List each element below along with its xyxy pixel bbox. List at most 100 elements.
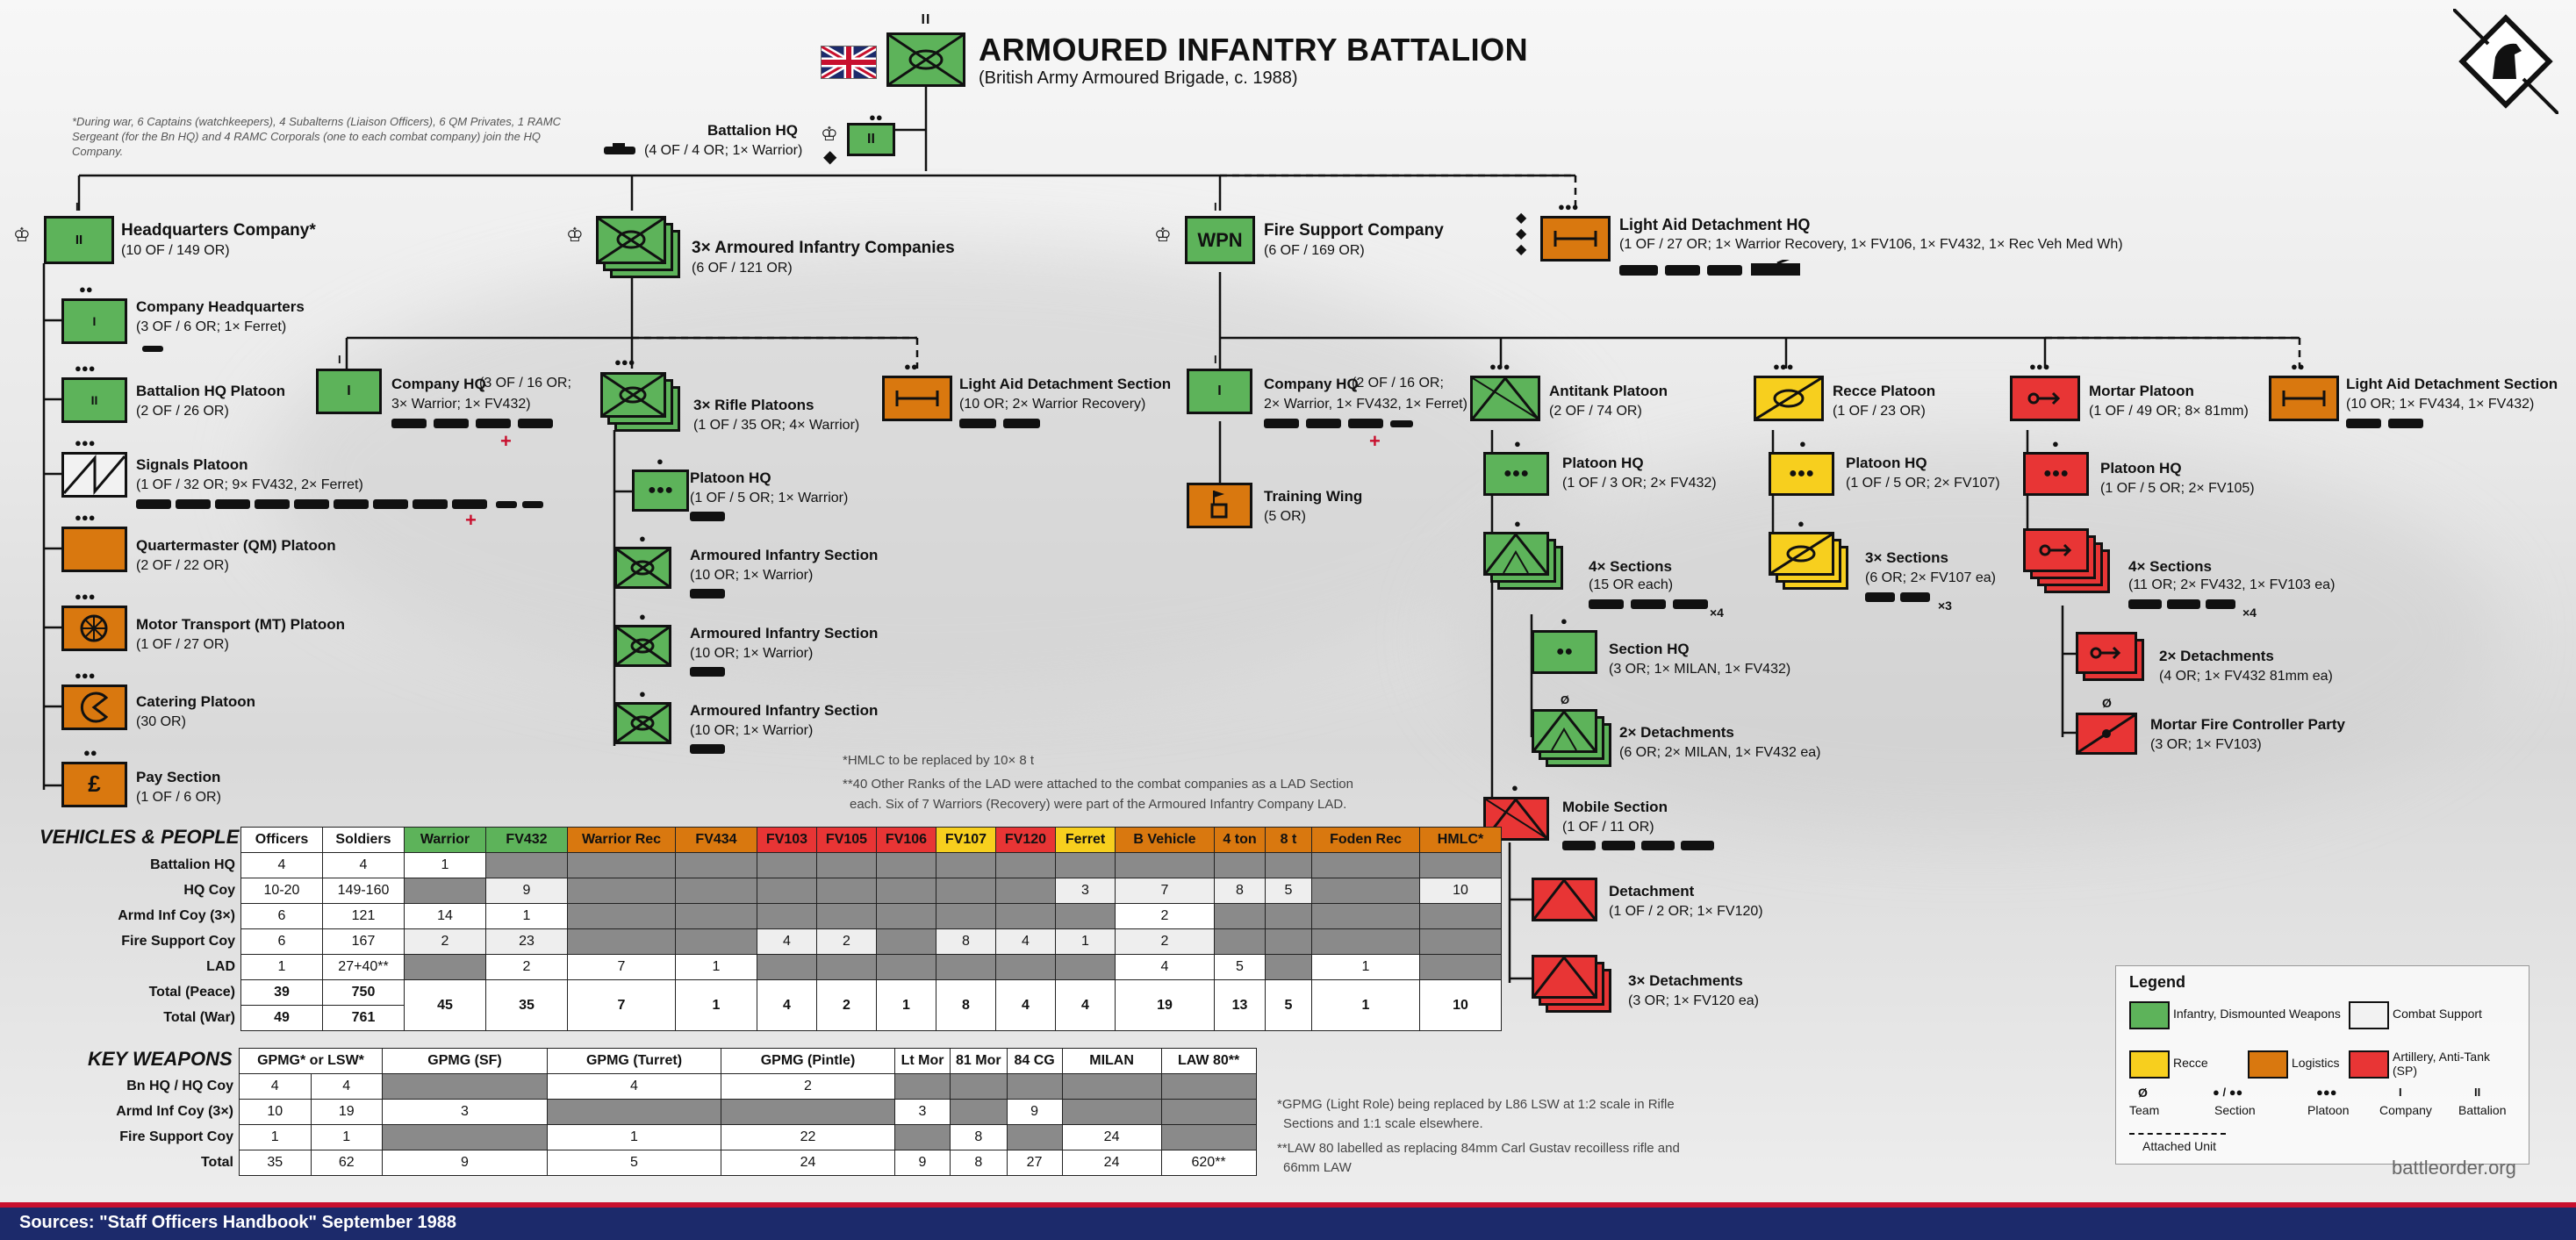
legend-battalion-icon: II xyxy=(2474,1086,2481,1099)
table-cell xyxy=(1311,928,1420,955)
echelon-marker: ●●● xyxy=(75,362,96,375)
table-cell xyxy=(547,1099,721,1125)
table-cell xyxy=(1214,928,1266,955)
at-detachments-detail: (6 OR; 2× MILAN, 1× FV432 ea) xyxy=(1619,745,1821,760)
table-cell: 27+40** xyxy=(322,954,405,980)
fv432-icons xyxy=(1589,597,1711,609)
fsc-lad-section-detail: (10 OR; 1× FV434, 1× FV432) xyxy=(2346,397,2535,412)
legend-dashed-line xyxy=(2129,1133,2226,1135)
col-8-t: 8 t xyxy=(1265,827,1312,853)
table-cell: 1 xyxy=(675,954,757,980)
table-cell: 4 xyxy=(995,928,1056,955)
mt-platoon-detail: (1 OF / 27 OR) xyxy=(136,637,229,652)
table-cell: 750 xyxy=(322,979,405,1006)
table-cell: 4 xyxy=(240,852,323,878)
table-cell-total: 8 xyxy=(936,979,996,1031)
mfc-party-detail: (3 OR; 1× FV103) xyxy=(2150,737,2262,752)
inf-coy-hq-detail1: (3 OF / 16 OR; xyxy=(479,376,571,391)
mortar-platoon-label: Mortar Platoon xyxy=(2089,383,2194,399)
mobile-section-detail: (1 OF / 11 OR) xyxy=(1562,820,1654,835)
qm-platoon-detail: (2 OF / 22 OR) xyxy=(136,558,229,573)
infantry-cross-icon xyxy=(888,33,964,86)
recce-sections-label: 3× Sections xyxy=(1865,549,1948,566)
table-cell: 5 xyxy=(1265,878,1312,904)
table-cell: 3 xyxy=(894,1099,951,1125)
table-cell: 4 xyxy=(757,928,817,955)
table-cell: 5 xyxy=(547,1150,721,1176)
col-gpmg-pintle: GPMG (Pintle) xyxy=(721,1048,895,1074)
legend-label-combat-support: Combat Support xyxy=(2393,1007,2482,1021)
inf-platoon-hq-symbol: ●●● xyxy=(632,469,689,512)
legend-echelon-battalion: Battalion xyxy=(2458,1103,2507,1117)
medical-cross-icon: + xyxy=(465,509,477,531)
fv107-icons xyxy=(1865,590,1935,602)
catering-platoon-label: Catering Platoon xyxy=(136,693,256,710)
warrior-recovery-icons xyxy=(959,416,1044,428)
legend-swatch-logistics xyxy=(2248,1050,2288,1079)
echelon-marker: ● xyxy=(1514,517,1521,530)
table-cell: 4 xyxy=(1115,954,1215,980)
table-cell xyxy=(816,903,877,929)
legend-label-artillery: Artillery, Anti-Tank (SP) xyxy=(2393,1050,2490,1078)
pay-section-symbol: £ xyxy=(61,762,127,807)
table-cell: 4 xyxy=(239,1073,312,1100)
legend-swatch-recce xyxy=(2129,1050,2170,1079)
table-cell: 3 xyxy=(1055,878,1116,904)
table-cell xyxy=(675,852,757,878)
echelon-marker: ●● xyxy=(2291,360,2305,373)
table-cell: 2 xyxy=(485,954,568,980)
fv432-icons xyxy=(136,497,557,509)
table-cell: 1 xyxy=(1055,928,1116,955)
table-cell xyxy=(1006,1124,1063,1150)
fsc-coy-hq-label: Company HQ xyxy=(1264,376,1359,392)
col-fv434: FV434 xyxy=(675,827,757,853)
table-cell xyxy=(757,954,817,980)
table-cell: 1 xyxy=(310,1124,383,1150)
bn-hq-symbol: II xyxy=(847,123,895,156)
table-cell xyxy=(876,878,936,904)
sources-text: Sources: "Staff Officers Handbook" Septe… xyxy=(19,1213,456,1232)
lad-section-symbol xyxy=(882,376,952,421)
table-cell: 49 xyxy=(240,1005,323,1031)
fsc-coy-hq-symbol: I xyxy=(1187,369,1252,414)
echelon-marker: ● xyxy=(639,532,646,545)
weapons-table: GPMG* or LSW* GPMG (SF) GPMG (Turret) GP… xyxy=(57,1048,1257,1176)
uk-flag-icon xyxy=(821,46,877,79)
table-cell xyxy=(995,903,1056,929)
table-cell: 24 xyxy=(1061,1150,1162,1176)
legend-echelon-team: Team xyxy=(2129,1103,2160,1117)
echelon-marker: ●●● xyxy=(614,355,635,369)
col-fv105: FV105 xyxy=(816,827,877,853)
legend-swatch-infantry xyxy=(2129,1001,2170,1029)
table-cell xyxy=(721,1099,895,1125)
inf-coy-symbol xyxy=(596,216,666,264)
inf-section-label-2: Armoured Infantry Section xyxy=(690,625,879,642)
table-cell: 149-160 xyxy=(322,878,405,904)
mortar-sections-label: 4× Sections xyxy=(2128,558,2212,575)
table-cell xyxy=(1214,852,1266,878)
table-cell-total: 13 xyxy=(1214,979,1266,1031)
table-cell: 1 xyxy=(404,852,486,878)
table-cell: 1 xyxy=(1311,954,1420,980)
vehicles-table: Officers Soldiers Warrior FV432 Warrior … xyxy=(37,827,1502,1031)
col-fv106: FV106 xyxy=(876,827,936,853)
col-ferret: Ferret xyxy=(1055,827,1116,853)
inf-platoon-hq-detail: (1 OF / 5 OR; 1× Warrior) xyxy=(690,491,849,505)
table-cell: 24 xyxy=(721,1150,895,1176)
table-cell xyxy=(1419,852,1502,878)
battalion-echelon: II xyxy=(921,12,931,27)
table-cell xyxy=(936,903,996,929)
table-cell xyxy=(757,878,817,904)
table-cell xyxy=(1311,903,1420,929)
table-cell-total: 1 xyxy=(675,979,757,1031)
lad-hq-symbol xyxy=(1540,216,1611,262)
at-sections-label: 4× Sections xyxy=(1589,558,1672,575)
table-cell: 2 xyxy=(404,928,486,955)
mortar-sections-multiplier: ×4 xyxy=(2242,606,2257,620)
table-cell xyxy=(936,878,996,904)
bn-hq-label: Battalion HQ xyxy=(707,122,798,139)
medical-cross-icon: + xyxy=(1369,430,1381,452)
at-detachments-symbol xyxy=(1532,709,1597,753)
